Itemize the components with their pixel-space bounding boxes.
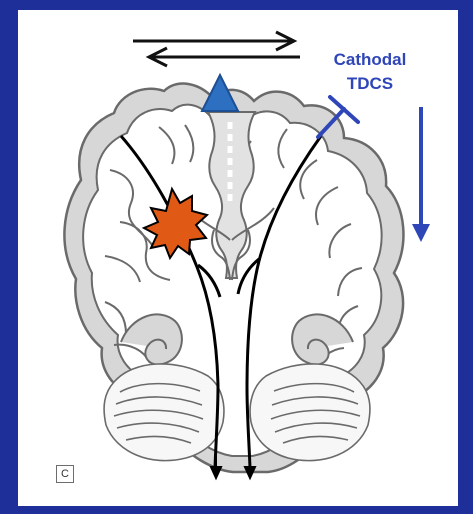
down-arrow-icon xyxy=(412,107,430,242)
brain-diagram: Cathodal TDCS xyxy=(18,10,458,506)
tdcs-label-line2: TDCS xyxy=(347,74,393,93)
tdcs-label-line1: Cathodal xyxy=(334,50,407,69)
diagram-panel: Cathodal TDCS C xyxy=(18,10,458,506)
double-arrow-icon xyxy=(133,32,300,66)
panel-label: C xyxy=(56,465,74,483)
